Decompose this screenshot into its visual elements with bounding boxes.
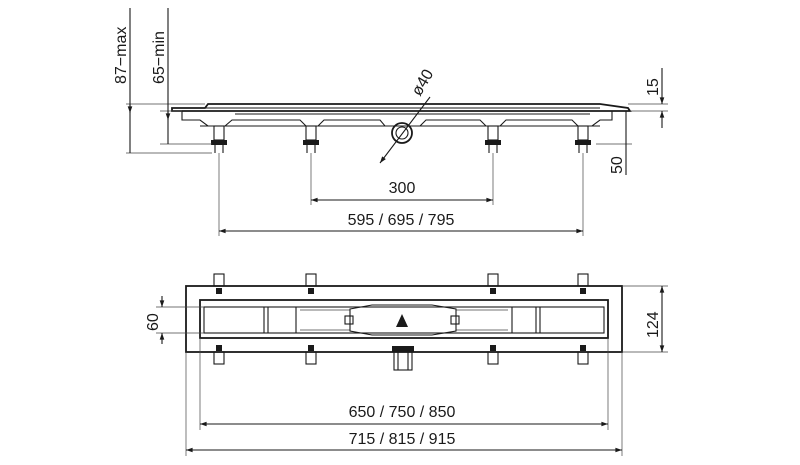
total-width-label: 124: [645, 311, 662, 338]
side-view: ø40 87−max 65−min 15 50 300 595 / 695 / …: [113, 8, 668, 236]
mounting-tab: [305, 273, 317, 365]
flange-height-label: 15: [645, 78, 662, 96]
outlet-pipe: [391, 122, 413, 144]
mounting-tab: [213, 273, 225, 365]
height-max-label: 87−max: [113, 27, 130, 84]
outlet-stub: [393, 351, 413, 371]
mounting-tab: [577, 273, 589, 365]
mounting-leg: [575, 125, 591, 153]
mounting-leg: [211, 125, 227, 153]
drain-center-icon: [396, 314, 408, 327]
leg-height-label: 50: [609, 156, 626, 174]
mounting-leg: [303, 125, 319, 153]
total-length-label: 715 / 815 / 915: [349, 431, 456, 448]
inner-spacing-label: 300: [389, 180, 416, 197]
outer-spacing-label: 595 / 695 / 795: [348, 212, 455, 229]
channel-opening: [199, 299, 609, 339]
outlet-diameter-label: ø40: [409, 67, 438, 99]
height-min-label: 65−min: [151, 31, 168, 84]
mounting-leg: [485, 125, 501, 153]
channel-length-label: 650 / 750 / 850: [349, 404, 456, 421]
grate-width-label: 60: [145, 313, 162, 331]
mounting-tab: [487, 273, 499, 365]
top-view: 60 124 650 / 750 / 850 715 / 815 / 915: [145, 273, 668, 456]
